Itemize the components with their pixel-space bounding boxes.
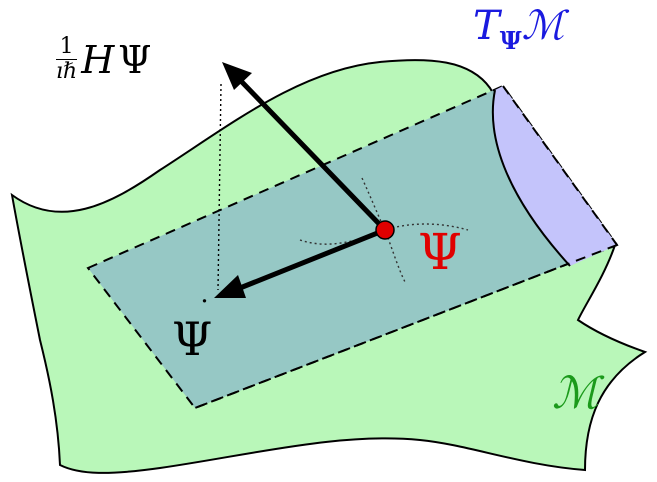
projection-line [217, 83, 222, 291]
coordinate-curve-1 [299, 223, 469, 245]
derivative-arrow [239, 227, 386, 291]
state-point [375, 220, 395, 240]
fraction-denominator: ıℏ [56, 59, 78, 84]
tangent-plane-edge-region [492, 86, 617, 266]
derivative-arrowhead [214, 275, 246, 298]
tangent-space-subscript: Ψ [499, 26, 522, 55]
hamiltonian-arrow [238, 78, 387, 232]
hamiltonian-fraction: 1 ıℏ [56, 36, 78, 84]
hamiltonian-arrowhead [222, 62, 252, 90]
hamiltonian-operator: H [81, 37, 115, 82]
hamiltonian-state: Ψ [118, 37, 152, 82]
tangent-space-manifold: ℳ [521, 3, 565, 49]
hamiltonian-label: 1 ıℏ H Ψ [56, 36, 151, 83]
time-derivative-base: Ψ [172, 312, 213, 366]
tangent-space-main: T [473, 3, 500, 49]
manifold-fold-curve [491, 89, 571, 267]
time-derivative-accent: ˙ [197, 295, 212, 330]
manifold-label: ℳ [552, 368, 600, 419]
hamiltonian-operator-term: H Ψ [81, 41, 151, 79]
tangent-space-label: TΨℳ [473, 3, 565, 53]
fraction-numerator: 1 [56, 36, 78, 60]
state-label: Ψ [418, 223, 462, 281]
tangent-plane-bottom-edge [194, 244, 618, 409]
time-derivative-label: ˙ Ψ [172, 298, 212, 363]
